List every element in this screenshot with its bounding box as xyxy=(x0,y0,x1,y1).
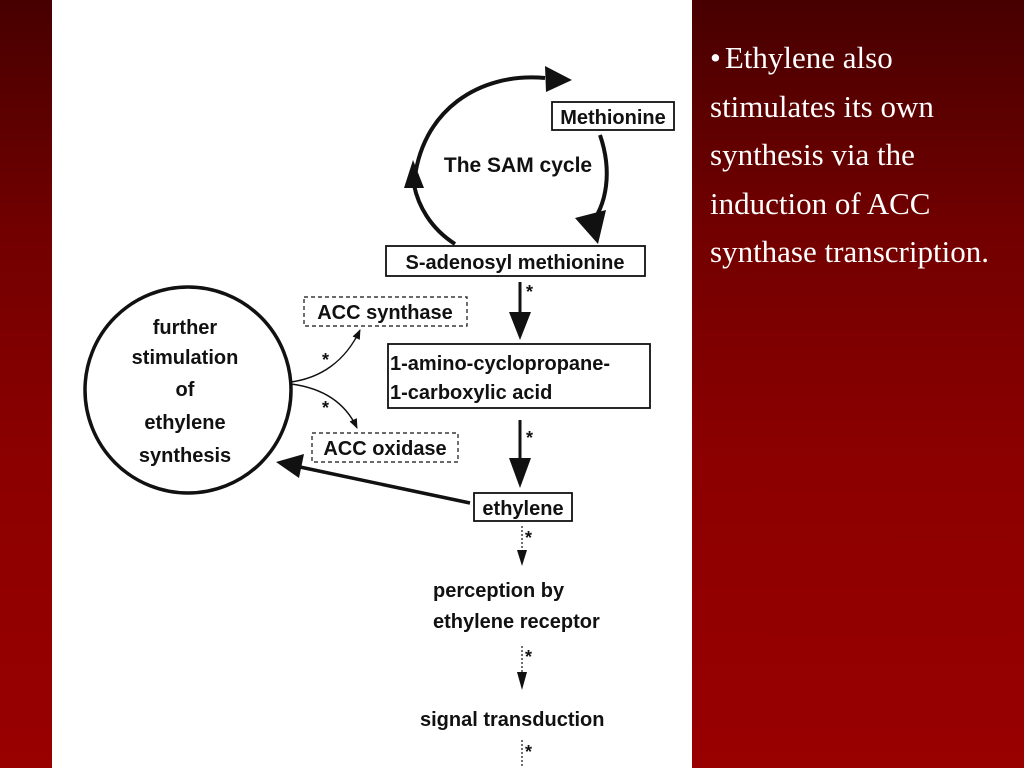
circle-line-1: further xyxy=(153,317,218,339)
asterisk-1: * xyxy=(526,282,533,302)
sam-cycle-arc-top xyxy=(412,75,546,186)
methionine-label: Methionine xyxy=(560,107,666,129)
acc-line-1: 1-amino-cyclopropane- xyxy=(390,353,610,375)
asterisk-synthase: * xyxy=(322,350,329,370)
ethylene-box xyxy=(473,492,573,522)
asterisk-5: * xyxy=(525,742,532,762)
circle-line-4: ethylene xyxy=(144,412,225,434)
sam-cycle-arrowhead-left xyxy=(404,160,424,188)
circle-line-2: stimulation xyxy=(132,347,239,369)
sam-cycle-arc-left xyxy=(412,184,457,246)
signal-transduction-label: signal transduction xyxy=(420,709,604,731)
perception-line-1: perception by xyxy=(433,580,565,602)
arrowhead-sam-to-acc xyxy=(509,312,531,340)
asterisk-oxidase: * xyxy=(322,398,329,418)
asterisk-4: * xyxy=(525,647,532,667)
arrowhead-acc-to-ethylene xyxy=(509,458,531,488)
sam-label: S-adenosyl methionine xyxy=(406,252,625,274)
panel-edge xyxy=(52,504,56,768)
bullet-body: Ethylene also stimulates its own synthes… xyxy=(710,40,989,269)
asterisk-2: * xyxy=(526,428,533,448)
acc-oxidase-label: ACC oxidase xyxy=(323,438,446,460)
methionine-box xyxy=(551,101,675,131)
acc-line-2: 1-carboxylic acid xyxy=(390,382,552,404)
arrow-to-acc-synthase xyxy=(290,329,361,383)
sam-cycle-arrowhead-right xyxy=(575,210,606,244)
arrowhead-perception-to-signal xyxy=(517,672,527,690)
acc-compound-box xyxy=(387,343,651,409)
ethylene-label: ethylene xyxy=(482,498,563,520)
feedback-arrowhead xyxy=(276,454,304,478)
sam-cycle-label: The SAM cycle xyxy=(444,154,592,177)
arrow-to-acc-oxidase xyxy=(290,383,358,429)
perception-line-2: ethylene receptor xyxy=(433,611,600,633)
feedback-arrow xyxy=(299,465,471,505)
sam-cycle-arrowhead-top xyxy=(545,66,572,92)
stimulation-circle xyxy=(83,285,293,495)
acc-synthase-box xyxy=(303,296,468,327)
sam-box xyxy=(385,245,646,277)
acc-oxidase-box xyxy=(311,432,459,463)
acc-synthase-label: ACC synthase xyxy=(317,302,453,324)
asterisk-3: * xyxy=(525,528,532,548)
bullet-marker: • xyxy=(710,40,721,75)
circle-line-3: of xyxy=(176,379,195,401)
slide-bullet-text: •Ethylene also stimulates its own synthe… xyxy=(710,34,1010,277)
circle-line-5: synthesis xyxy=(139,445,231,467)
arrowhead-ethylene-to-perception xyxy=(517,550,527,566)
